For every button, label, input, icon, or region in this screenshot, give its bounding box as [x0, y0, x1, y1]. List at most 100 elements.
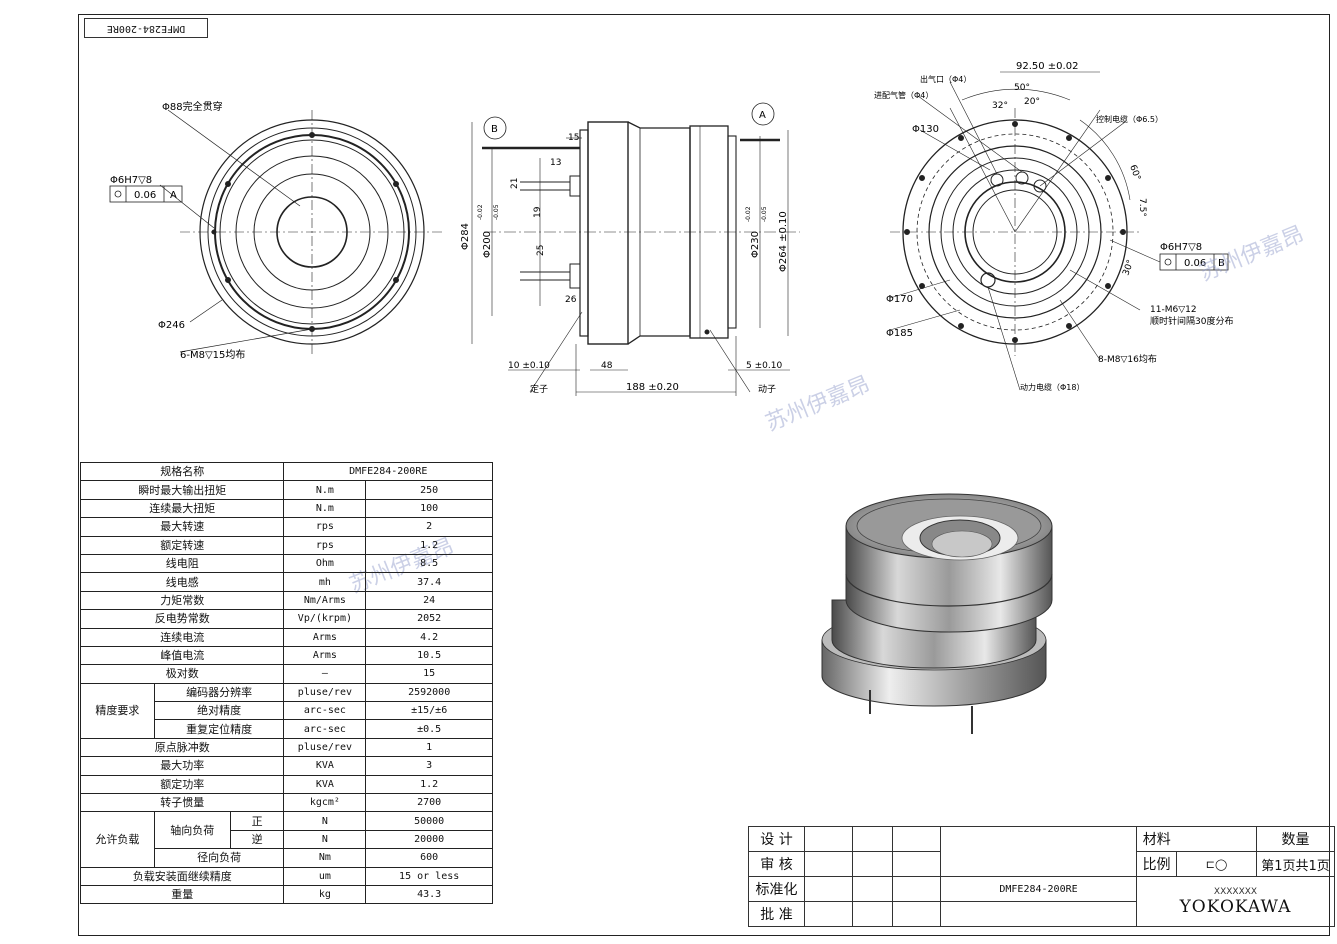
axial-neg-label: 逆 [229, 829, 285, 850]
dim-264: Φ264 ±0.10 [778, 211, 789, 272]
spec-name: 峰值电流 [79, 645, 285, 666]
load-group-label: 允许负载 [80, 811, 155, 868]
spec-name: 力矩常数 [79, 590, 285, 611]
spec-unit: N.m [283, 480, 367, 500]
dim-230-tol-bot: -0.05 [761, 206, 768, 222]
design-label: 设 计 [748, 826, 805, 852]
left-holes-label: 6-M8▽15均布 [180, 349, 245, 361]
spec-value: 15 [365, 664, 493, 684]
dim-130: Φ130 [912, 124, 939, 135]
spec-name: 转子惯量 [79, 793, 285, 813]
spec-unit: KVA [283, 774, 367, 795]
dim-170: Φ170 [886, 294, 913, 305]
review-label: 审 核 [748, 851, 805, 877]
dim-26: 26 [565, 295, 577, 305]
spec-unit: KVA [283, 756, 367, 776]
material-label: 材料 [1136, 826, 1177, 852]
control-cable-label: 控制电缆（Φ6.5） [1096, 114, 1163, 124]
spec-unit: — [283, 664, 367, 684]
spec-value: 2052 [365, 609, 493, 629]
stator-label: 定子 [530, 383, 548, 395]
left-end-view [109, 109, 444, 354]
holes-11-note: 顺时针间隔30度分布 [1150, 315, 1233, 327]
spec-value: 4.2 [365, 627, 493, 647]
angle-50: 50° [1014, 83, 1030, 93]
holes-8: 8-M8▽16均布 [1098, 353, 1157, 365]
datum-b-circle-label: B [491, 124, 498, 135]
spec-value: 250 [365, 480, 493, 500]
title-block: 设 计 材料 数量 审 核 比例 ⊏◯ 第1页共1页 标准化 DMFE284-2… [748, 826, 1335, 927]
spec-value: 8.5 [365, 553, 493, 574]
spec-name: 线电阻 [79, 553, 285, 574]
spec-header-model: DMFE284-200RE [283, 461, 493, 482]
left-outer-dia: Φ246 [158, 320, 185, 331]
company-code: XXXXXXX [1213, 886, 1258, 897]
spec-unit: kg [283, 884, 367, 905]
spec-value: 1.2 [365, 535, 493, 555]
angle-20: 20° [1024, 97, 1040, 107]
quantity-label: 数量 [1256, 826, 1335, 852]
spec-value: 1 [365, 737, 493, 758]
datum-a-circle-label: A [759, 110, 766, 121]
rotor-label: 动子 [758, 384, 776, 395]
dim-200-tol-bot: -0.05 [493, 204, 500, 220]
dim-92: 92.50 ±0.02 [1016, 61, 1078, 72]
spec-unit: Arms [283, 645, 367, 666]
angle-32: 32° [992, 101, 1008, 111]
company-name: YOKOKAWA [1179, 896, 1292, 917]
standard-label: 标准化 [748, 876, 805, 902]
spec-row: 极对数—15 [79, 664, 493, 684]
scale-label: 比例 [1136, 851, 1177, 877]
spec-unit: kgcm² [283, 793, 367, 813]
part-number: DMFE284-200RE [940, 876, 1137, 902]
spec-value: 2592000 [365, 682, 493, 703]
spec-value: 600 [365, 848, 493, 868]
spec-value: 50000 [365, 811, 493, 831]
dim-5: 5 ±0.10 [746, 361, 782, 371]
spec-unit: arc-sec [283, 719, 367, 739]
approve-label: 批 准 [748, 901, 805, 927]
spec-name: 负载安装面继续精度 [79, 866, 285, 886]
dim-10: 10 ±0.10 [508, 361, 550, 371]
spec-name: 反电势常数 [79, 609, 285, 629]
spec-unit: pluse/rev [283, 682, 367, 703]
dim-19: 19 [533, 206, 543, 218]
spec-name: 重复定位精度 [153, 719, 285, 739]
dim-230-tol-top: -0.02 [745, 206, 752, 222]
outlet-label: 出气口（Φ4） [920, 74, 971, 84]
dim-200: Φ200 [482, 231, 493, 258]
spec-value: 24 [365, 590, 493, 611]
spec-unit: um [283, 866, 367, 886]
dim-21: 21 [510, 178, 520, 189]
through-hole-label: Φ88完全贯穿 [162, 100, 223, 113]
spec-name: 绝对精度 [153, 701, 285, 721]
left-datum: A [170, 190, 177, 201]
axial-pos-label: 正 [229, 811, 285, 831]
spec-name: 连续最大扭矩 [79, 498, 285, 519]
right-datum: B [1218, 258, 1225, 269]
spec-name: 线电感 [79, 572, 285, 592]
dim-48: 48 [601, 361, 613, 371]
spec-unit: N.m [283, 498, 367, 519]
projection-icon: ⊏◯ [1176, 851, 1257, 877]
spec-value: 43.3 [365, 884, 493, 905]
spec-value: 3 [365, 756, 493, 776]
spec-unit: Nm/Arms [283, 590, 367, 611]
spec-name: 最大功率 [79, 756, 285, 776]
spec-name: 额定转速 [79, 535, 285, 555]
